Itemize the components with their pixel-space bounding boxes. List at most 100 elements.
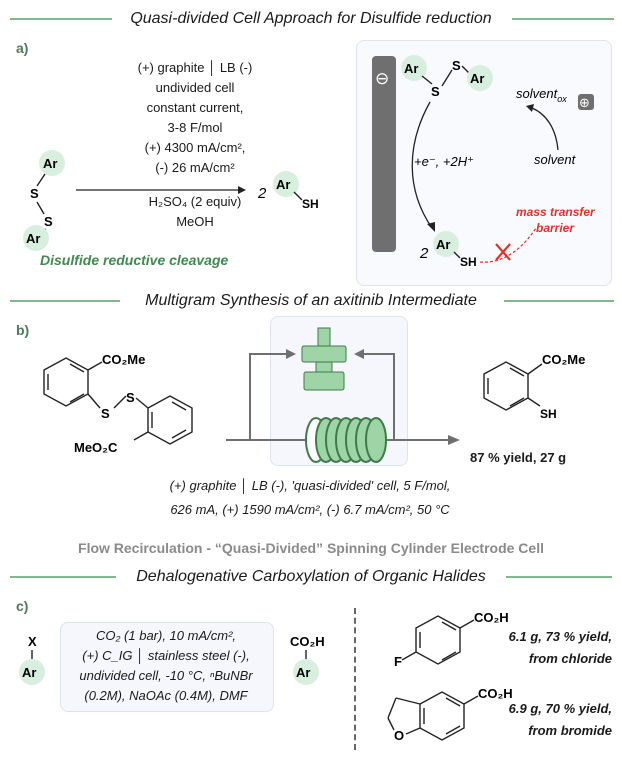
bond xyxy=(395,697,421,705)
cathode-bar xyxy=(372,56,396,252)
header-rule-left xyxy=(10,300,120,302)
bond xyxy=(401,651,417,661)
bond xyxy=(459,619,475,629)
solvent-ox-label: solventox xyxy=(516,86,567,104)
ox-subscript: ox xyxy=(557,94,567,104)
benzene-ring xyxy=(43,357,89,407)
anode-box xyxy=(578,94,594,110)
plus-icon: ⊕ xyxy=(579,95,590,110)
ar-label: Ar xyxy=(296,665,310,680)
electrode-neck xyxy=(315,361,333,373)
thiol-label: SH xyxy=(540,407,557,421)
flow-arrow-head xyxy=(448,435,460,445)
section-title: Dehalogenative Carboxylation of Organic … xyxy=(136,568,486,585)
section-label-c: c) xyxy=(16,598,29,614)
arrow-head xyxy=(526,104,534,112)
header-axitinib: Multigram Synthesis of an axitinib Inter… xyxy=(0,290,622,312)
section-title: Multigram Synthesis of an axitinib Inter… xyxy=(145,292,477,309)
cond-line: (-) 26 mA/cm² xyxy=(155,160,235,175)
disulfide-scheme-a: Ar S S Ar 2 Ar SH xyxy=(23,150,319,251)
electrode-body xyxy=(303,371,345,391)
ar-label: Ar xyxy=(470,71,484,86)
yield-line: from bromide xyxy=(528,723,612,738)
bond xyxy=(87,361,103,371)
halide-label: X xyxy=(28,634,37,649)
minus-icon: ⊖ xyxy=(375,69,389,88)
return-line xyxy=(360,353,395,440)
example1-yield: 6.1 g, 73 % yield, from chloride xyxy=(486,626,612,670)
cond-line: constant current, xyxy=(146,100,244,115)
reagent-line: H₂SO₄ (2 equiv) xyxy=(148,194,242,209)
bond xyxy=(36,173,46,187)
dashed-divider xyxy=(354,608,356,750)
header-rule-left xyxy=(10,18,112,20)
bond xyxy=(441,69,453,87)
section-label-b: b) xyxy=(16,322,30,338)
flow-arrow-head xyxy=(286,349,296,359)
conditions-b-line1: (+) graphite │ LB (-), 'quasi-divided' c… xyxy=(169,478,451,493)
bond xyxy=(527,397,541,407)
example-structures: F CO₂H O CO₂H xyxy=(387,610,513,743)
acid-label: CO₂H xyxy=(478,686,513,701)
double-bond xyxy=(445,697,461,707)
bond xyxy=(36,201,45,215)
ar-highlight xyxy=(401,55,427,81)
ar-highlight xyxy=(467,65,493,91)
ar-highlight xyxy=(293,659,319,685)
bond xyxy=(421,75,433,85)
electrode-cap xyxy=(301,345,347,363)
coil-turn xyxy=(365,417,387,463)
conditions-c: CO₂ (1 bar), 10 mA/cm², (+) C_IG │ stain… xyxy=(60,626,272,706)
bond xyxy=(527,363,543,375)
cond-line: (0.2M), NaOAc (0.4M), DMF xyxy=(84,688,248,703)
yield-line: from chloride xyxy=(528,651,612,666)
thiol-label: SH xyxy=(302,197,319,211)
flow-caption: Flow Recirculation - “Quasi-Divided” Spi… xyxy=(78,540,544,556)
double-bond xyxy=(69,393,85,403)
solvent-ox-text: solvent xyxy=(516,86,559,101)
benzene-ring xyxy=(419,691,465,741)
section-title: Quasi-divided Cell Approach for Disulfid… xyxy=(130,10,492,27)
bond xyxy=(387,697,397,719)
thiol-label: SH xyxy=(460,255,477,269)
sulfur-label: S xyxy=(431,84,440,99)
benzene-ring xyxy=(415,615,461,665)
bond xyxy=(293,191,303,201)
ester-label: CO₂Me xyxy=(102,352,145,367)
double-bond xyxy=(171,401,187,411)
conditions-box-c xyxy=(60,622,274,712)
yield-line: 6.9 g, 70 % yield, xyxy=(508,701,612,716)
starting-material-b: CO₂Me S S MeO₂C xyxy=(43,352,193,455)
bond xyxy=(113,395,127,409)
flow-reactor-diagram xyxy=(226,327,460,463)
return-line xyxy=(249,353,290,440)
cond-line: (+) 4300 mA/cm², xyxy=(144,140,246,155)
electrode-shaft xyxy=(317,327,331,347)
bond xyxy=(463,695,479,705)
cond-line: CO₂ (1 bar), 10 mA/cm², xyxy=(95,628,237,643)
ar-label: Ar xyxy=(43,156,57,171)
section-label-a: a) xyxy=(16,40,29,56)
oxidation-arrow xyxy=(531,107,559,151)
fluoro-label: F xyxy=(394,654,402,669)
ar-label: Ar xyxy=(276,177,290,192)
oxygen-label: O xyxy=(394,728,404,743)
arrow-head xyxy=(238,186,246,194)
bond xyxy=(453,251,461,259)
cond-line: undivided cell, -10 °C, ⁿBuNBr xyxy=(79,668,253,683)
header-rule-right xyxy=(504,300,614,302)
yield-line: 6.1 g, 73 % yield, xyxy=(508,629,612,644)
ar-label: Ar xyxy=(26,231,40,246)
acid-label: CO₂H xyxy=(474,610,509,625)
sulfur-label: S xyxy=(101,406,110,421)
disulfide-caption: Disulfide reductive cleavage xyxy=(40,252,229,268)
ar-highlight xyxy=(273,171,299,197)
benzene-ring xyxy=(147,395,193,445)
ar-label: Ar xyxy=(436,237,450,252)
aryl-halide: X Ar xyxy=(19,634,45,685)
barrier-label: barrier xyxy=(536,221,575,235)
product-coefficient: 2 xyxy=(257,185,267,202)
benzene-ring xyxy=(483,361,529,411)
ar-highlight xyxy=(19,659,45,685)
double-bond xyxy=(69,363,85,373)
